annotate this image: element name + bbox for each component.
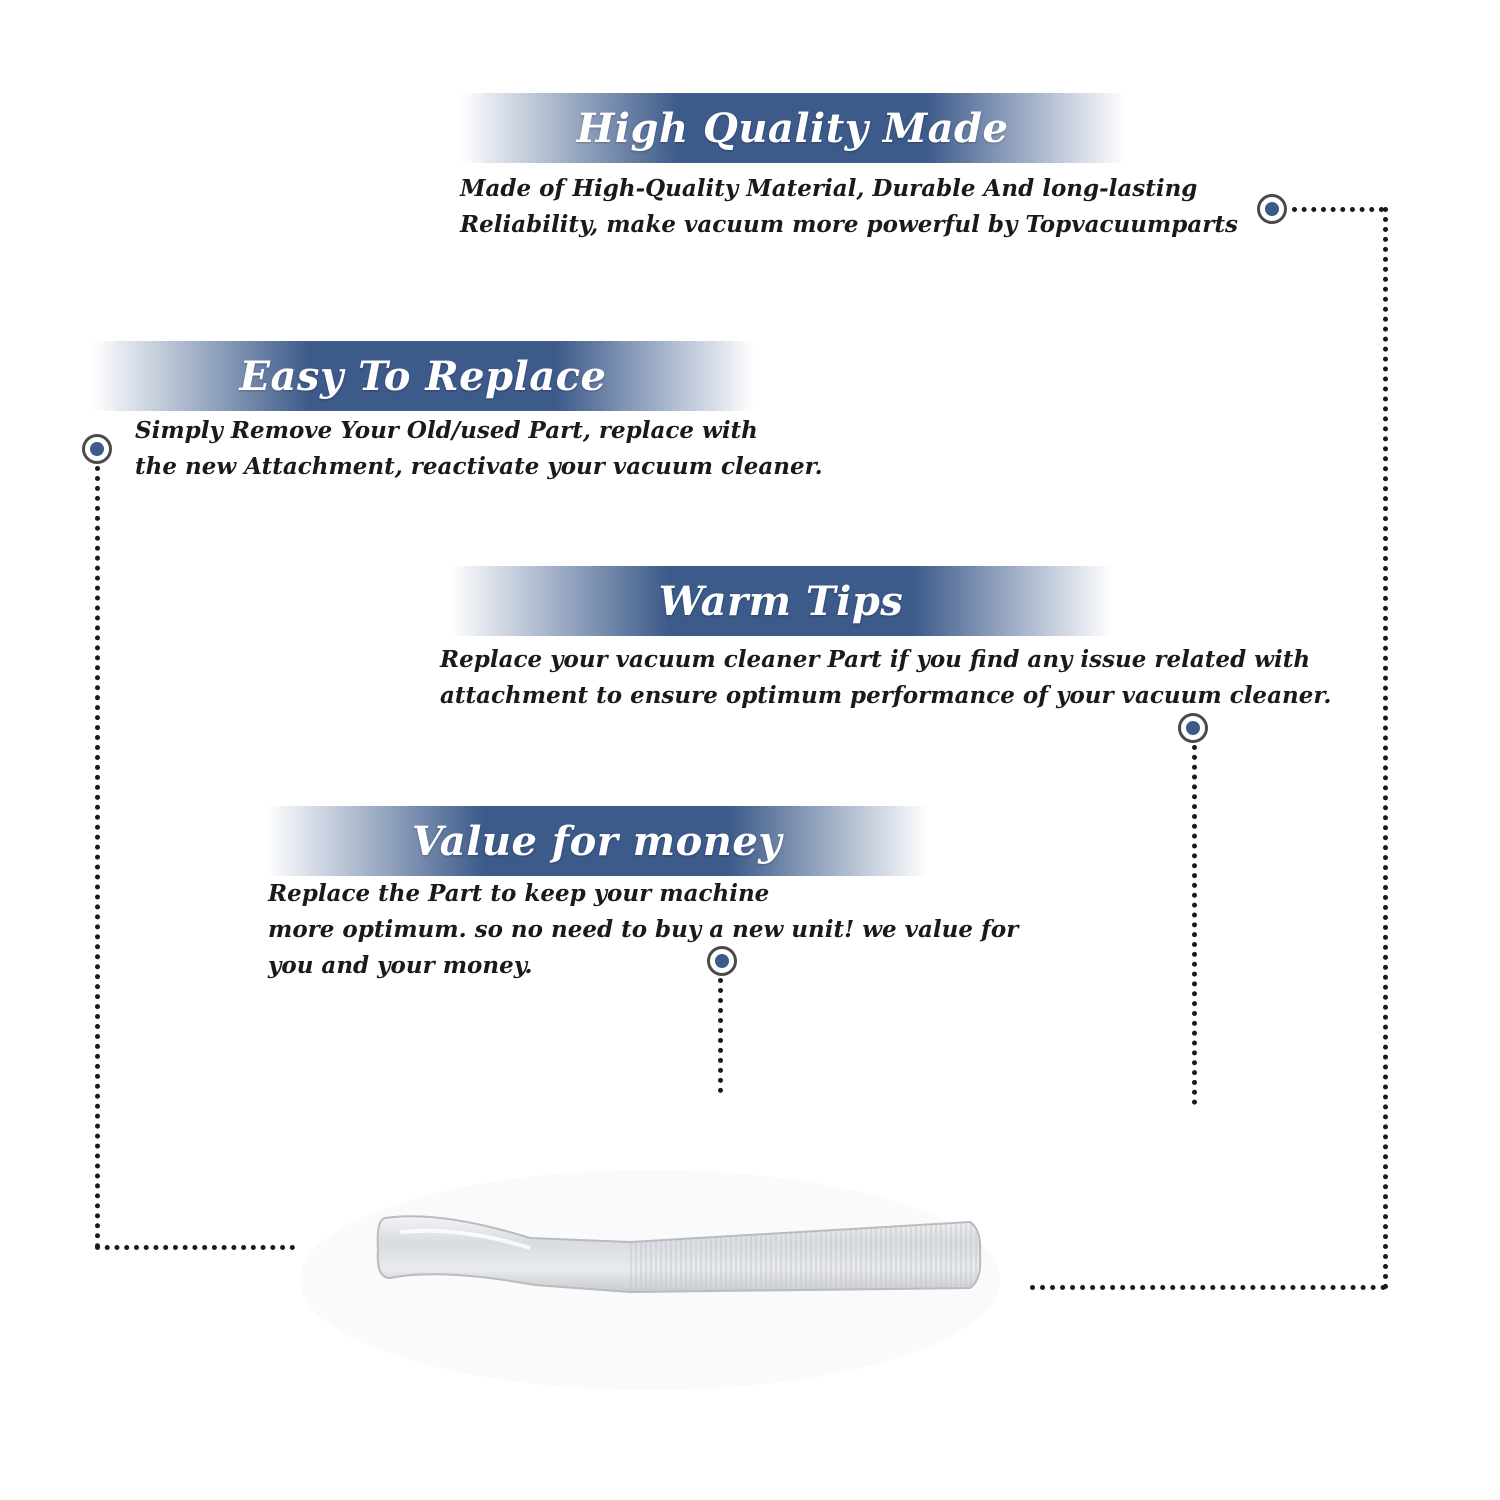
connector-line: [1030, 1285, 1386, 1290]
connector-line: [95, 466, 100, 1249]
connector-line: [1192, 745, 1197, 1105]
warm-tips-title: Warm Tips: [658, 577, 904, 625]
high-quality-banner: High Quality Made: [460, 93, 1125, 163]
value-money-description: Replace the Part to keep your machine mo…: [268, 876, 1018, 984]
connector-line: [1383, 207, 1388, 1290]
easy-replace-marker-icon: [82, 434, 112, 464]
high-quality-description: Made of High-Quality Material, Durable A…: [460, 171, 1238, 243]
warm-tips-marker-icon: [1178, 713, 1208, 743]
connector-line: [95, 1245, 295, 1250]
value-money-line-1: Replace the Part to keep your machine: [268, 880, 770, 907]
connector-line: [1292, 207, 1384, 212]
easy-replace-banner: Easy To Replace: [92, 341, 754, 411]
crevice-tool-attachment-image: [300, 1170, 1000, 1390]
warm-tips-line-2: attachment to ensure optimum performance…: [440, 682, 1332, 709]
value-money-title: Value for money: [411, 817, 783, 865]
easy-replace-title: Easy To Replace: [239, 352, 607, 400]
high-quality-title: High Quality Made: [576, 104, 1009, 152]
value-money-marker-icon: [707, 946, 737, 976]
value-money-banner: Value for money: [266, 806, 928, 876]
warm-tips-banner: Warm Tips: [450, 566, 1112, 636]
easy-replace-description: Simply Remove Your Old/used Part, replac…: [135, 413, 823, 485]
warm-tips-description: Replace your vacuum cleaner Part if you …: [440, 642, 1331, 714]
easy-replace-line-2: the new Attachment, reactivate your vacu…: [135, 453, 823, 480]
high-quality-marker-icon: [1257, 194, 1287, 224]
value-money-line-3: you and your money.: [268, 952, 533, 979]
warm-tips-line-1: Replace your vacuum cleaner Part if you …: [440, 646, 1311, 673]
value-money-line-2: more optimum. so no need to buy a new un…: [268, 916, 1019, 943]
connector-line: [718, 978, 723, 1093]
easy-replace-line-1: Simply Remove Your Old/used Part, replac…: [135, 417, 758, 444]
high-quality-line-2: Reliability, make vacuum more powerful b…: [460, 211, 1238, 238]
high-quality-line-1: Made of High-Quality Material, Durable A…: [460, 175, 1198, 202]
